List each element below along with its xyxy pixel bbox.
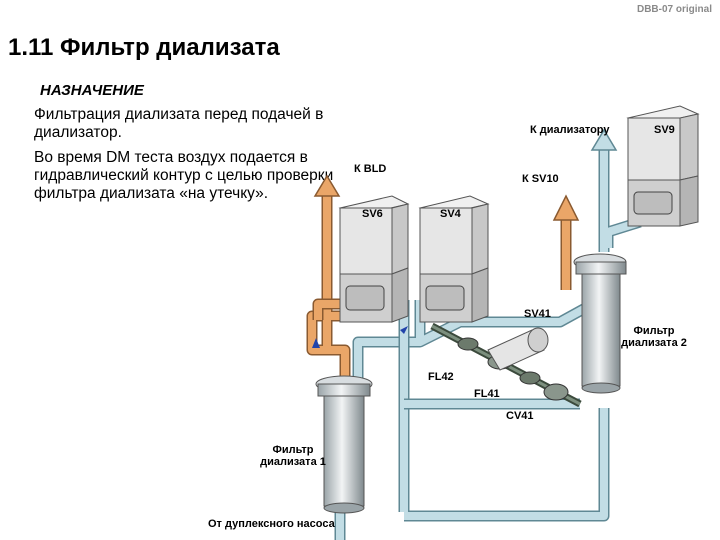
purpose-paragraph-2: Во время DM теста воздух подается в гидр…	[34, 149, 334, 202]
label-to-dialyzer: К диализатору	[530, 124, 610, 136]
label-filter-2: Фильтр диализата 2	[618, 325, 690, 349]
sv6-valve	[338, 195, 410, 323]
sv9-valve	[626, 105, 700, 227]
corner-tag: DBB-07 original	[636, 4, 712, 15]
label-to-bld: К BLD	[354, 163, 387, 175]
filter-2-cylinder	[573, 253, 627, 394]
up-arrow-to-dialyzer	[590, 128, 618, 151]
label-sv9: SV9	[654, 124, 675, 136]
sv4-valve	[418, 195, 490, 323]
label-filter-2-line2: диализата 2	[621, 337, 687, 349]
up-arrow-to-bld	[313, 174, 341, 197]
orange-line-to-sv10	[552, 194, 580, 290]
label-from-duplex-pump: От дуплексного насоса	[208, 518, 335, 530]
label-sv6: SV6	[362, 208, 383, 220]
purpose-heading: НАЗНАЧЕНИЕ	[40, 82, 144, 99]
purpose-paragraph-1: Фильтрация диализата перед подачей в диа…	[34, 106, 324, 141]
label-to-sv10: К SV10	[522, 173, 559, 185]
label-filter-1-line1: Фильтр	[272, 444, 314, 456]
label-filter-2-line1: Фильтр	[633, 325, 675, 337]
label-filter-1-line2: диализата 1	[260, 456, 326, 468]
page-title: 1.11 Фильтр диализата	[8, 34, 280, 61]
fl41-fl42-assembly	[430, 322, 582, 408]
label-sv41: SV41	[524, 308, 551, 320]
label-cv41: CV41	[506, 410, 534, 422]
filter-1-cylinder	[315, 375, 373, 514]
label-fl41: FL41	[474, 388, 500, 400]
label-sv4: SV4	[440, 208, 461, 220]
label-filter-1: Фильтр диализата 1	[254, 444, 332, 468]
label-fl42: FL42	[428, 371, 454, 383]
